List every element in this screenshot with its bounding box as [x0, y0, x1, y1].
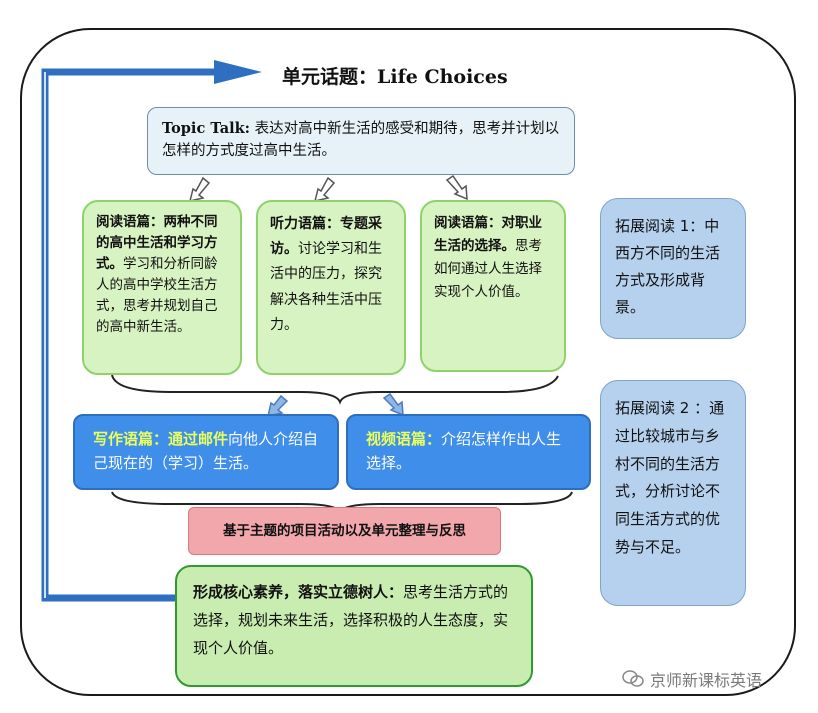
video-box: 视频语篇：介绍怎样作出人生选择。	[346, 414, 591, 490]
reading-box-1-head: 阅读语篇：两种不同的高中生活和学习方式。	[96, 214, 218, 272]
watermark: 京师新课标英语	[622, 667, 762, 691]
extended-reading-1: 拓展阅读 1：中西方不同的生活方式及形成背景。	[600, 198, 746, 339]
reading-box-1-body: 学习和分析同龄人的高中学校生活方式，思考并规划自己的高中新生活。	[96, 255, 218, 335]
arrow-to-box2	[313, 176, 336, 203]
writing-box-head: 写作语篇：通过邮件	[93, 430, 229, 448]
project-activity-box: 基于主题的项目活动以及单元整理与反思	[188, 507, 501, 555]
video-box-head: 视频语篇：	[366, 430, 442, 448]
unit-title: 单元话题：Life Choices	[282, 66, 508, 88]
topic-talk-box: Topic Talk: 表达对高中新生活的感受和期待，思考并计划以怎样的方式度过…	[147, 107, 575, 175]
reading-box-2: 阅读语篇：对职业生活的选择。思考如何通过人生选择实现个人价值。	[420, 200, 566, 372]
video-box-body: 介绍怎样作出人生选择。	[366, 430, 562, 472]
reading-box-2-body: 思考如何通过人生选择实现个人价值。	[434, 237, 542, 300]
wechat-icon	[622, 670, 644, 687]
core-literacy-body: 思考生活方式的选择，规划未来生活，选择积极的人生态度，实现个人价值。	[193, 583, 509, 657]
blue-arrows	[267, 392, 404, 417]
topic-arrows	[188, 174, 468, 203]
extended-reading-2: 拓展阅读 2 ：通过比较城市与乡村不同的生活方式，分析讨论不同生活方式的优势与不…	[600, 380, 746, 606]
topic-talk-label: Topic Talk:	[162, 120, 251, 137]
writing-box-body: 向他人介绍自己现在的（学习）生活。	[93, 430, 319, 472]
core-literacy-box: 形成核心素养，落实立德树人：思考生活方式的选择，规划未来生活，选择积极的人生态度…	[175, 565, 533, 687]
brace-top	[111, 374, 559, 405]
writing-box: 写作语篇：通过邮件向他人介绍自己现在的（学习）生活。	[73, 414, 339, 490]
reading-box-1: 阅读语篇：两种不同的高中生活和学习方式。学习和分析同龄人的高中学校生活方式，思考…	[82, 200, 242, 375]
arrow-to-video	[382, 392, 404, 417]
core-literacy-head: 形成核心素养，落实立德树人：	[193, 583, 404, 601]
topic-talk-text: 表达对高中新生活的感受和期待，思考并计划以怎样的方式度过高中生活。	[162, 121, 560, 160]
arrow-to-box1	[188, 176, 211, 203]
arrow-to-writing	[267, 394, 289, 417]
listening-box-head: 听力语篇：专题采访。	[270, 216, 382, 258]
listening-box: 听力语篇：专题采访。讨论学习和生活中的压力，探究解决各种生活中压力。	[256, 200, 406, 375]
watermark-text: 京师新课标英语	[650, 671, 763, 690]
loop-arrow-head	[214, 60, 262, 84]
listening-box-body: 讨论学习和生活中的压力，探究解决各种生活中压力。	[270, 241, 382, 333]
arrow-to-box3	[445, 174, 468, 201]
reading-box-2-head: 阅读语篇：对职业生活的选择。	[434, 215, 542, 254]
